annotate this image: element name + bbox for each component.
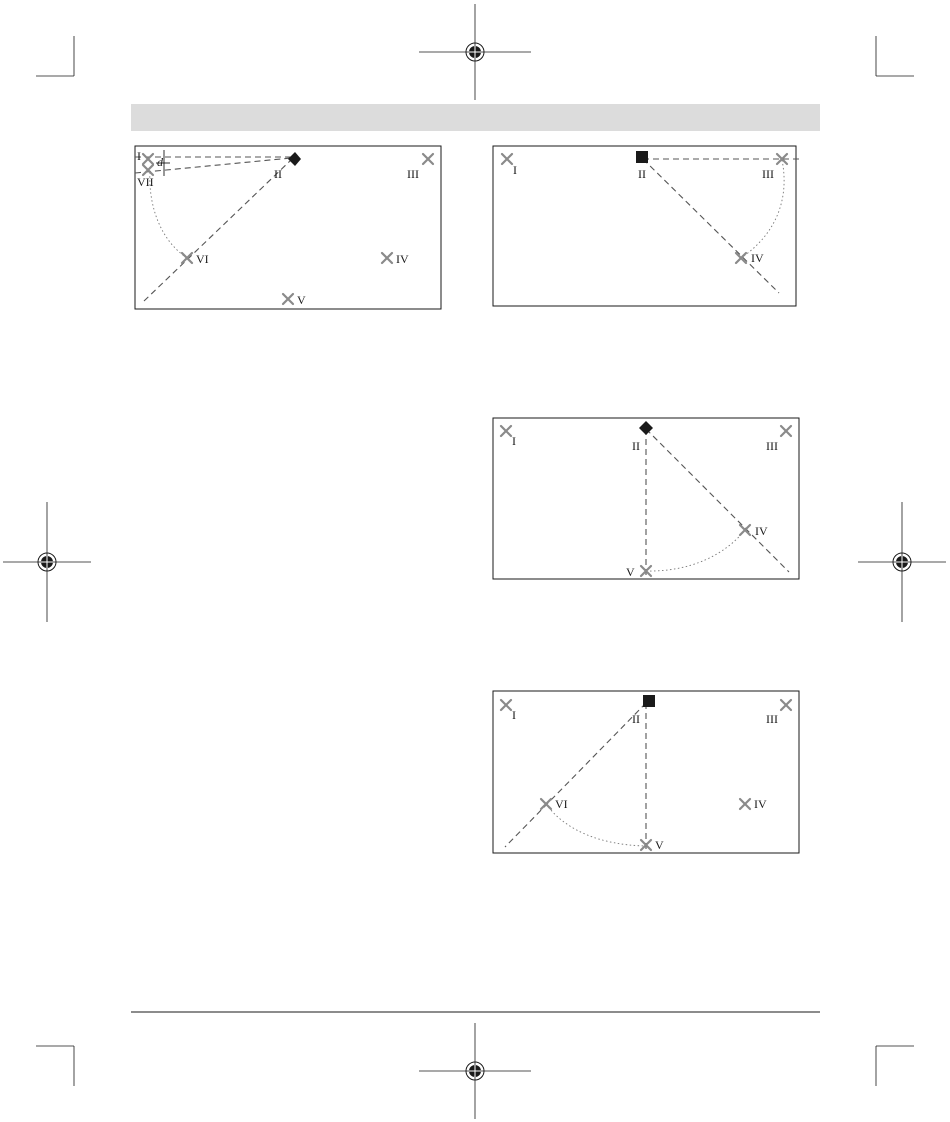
crop-mark-icon — [36, 36, 914, 1086]
cross-mark-icon — [182, 253, 192, 263]
point-label-I: I — [137, 149, 141, 163]
laser-device-icon — [639, 421, 653, 435]
point-label-VII: VII — [137, 175, 154, 189]
point-label-V: V — [655, 838, 664, 852]
diagram-1: d I VII II III VI IV V — [135, 146, 441, 309]
registration-mark-icon — [419, 1023, 531, 1119]
point-label-III: III — [407, 167, 419, 181]
laser-device-icon — [636, 151, 648, 163]
point-label-III: III — [766, 439, 778, 453]
laser-device-icon — [288, 152, 301, 166]
point-label-V: V — [297, 293, 306, 307]
point-label-III: III — [762, 167, 774, 181]
laser-device-icon — [643, 695, 655, 707]
cross-mark-icon — [781, 426, 791, 436]
laser-line — [144, 160, 291, 301]
point-label-I: I — [512, 708, 516, 722]
registration-mark-icon — [3, 502, 91, 622]
point-label-IV: IV — [755, 524, 768, 538]
cross-mark-icon — [501, 700, 511, 710]
point-label-II: II — [632, 712, 640, 726]
point-label-V: V — [626, 565, 635, 579]
cross-mark-icon — [781, 700, 791, 710]
cross-mark-icon — [423, 154, 433, 164]
cross-mark-icon — [502, 154, 512, 164]
cross-mark-icon — [740, 525, 750, 535]
diagram-3: I II III IV V — [493, 418, 799, 579]
diagram-2: I II III IV — [493, 146, 800, 306]
registration-mark-icon — [419, 4, 531, 100]
cross-mark-icon — [382, 253, 392, 263]
label-d: d — [157, 155, 164, 169]
point-label-II: II — [632, 439, 640, 453]
cross-mark-icon — [143, 154, 153, 164]
diagram-frame — [135, 146, 441, 309]
point-label-I: I — [513, 163, 517, 177]
header-bar — [131, 104, 820, 131]
point-label-III: III — [766, 712, 778, 726]
point-label-VI: VI — [555, 797, 568, 811]
laser-line — [505, 703, 646, 847]
cross-mark-icon — [541, 799, 551, 809]
cross-mark-icon — [736, 253, 746, 263]
cross-mark-icon — [283, 294, 293, 304]
cross-mark-icon — [740, 799, 750, 809]
diagram-4: I II III VI IV V — [493, 691, 799, 853]
point-label-IV: IV — [396, 252, 409, 266]
measurement-arc — [150, 170, 187, 258]
point-label-II: II — [274, 167, 282, 181]
cross-mark-icon — [143, 165, 153, 175]
point-label-IV: IV — [754, 797, 767, 811]
registration-mark-icon — [858, 502, 946, 622]
cross-mark-icon — [501, 426, 511, 436]
point-label-I: I — [512, 434, 516, 448]
laser-line — [643, 159, 779, 293]
point-label-VI: VI — [196, 252, 209, 266]
point-label-II: II — [638, 167, 646, 181]
point-label-IV: IV — [751, 251, 764, 265]
measurement-arc — [646, 530, 745, 571]
